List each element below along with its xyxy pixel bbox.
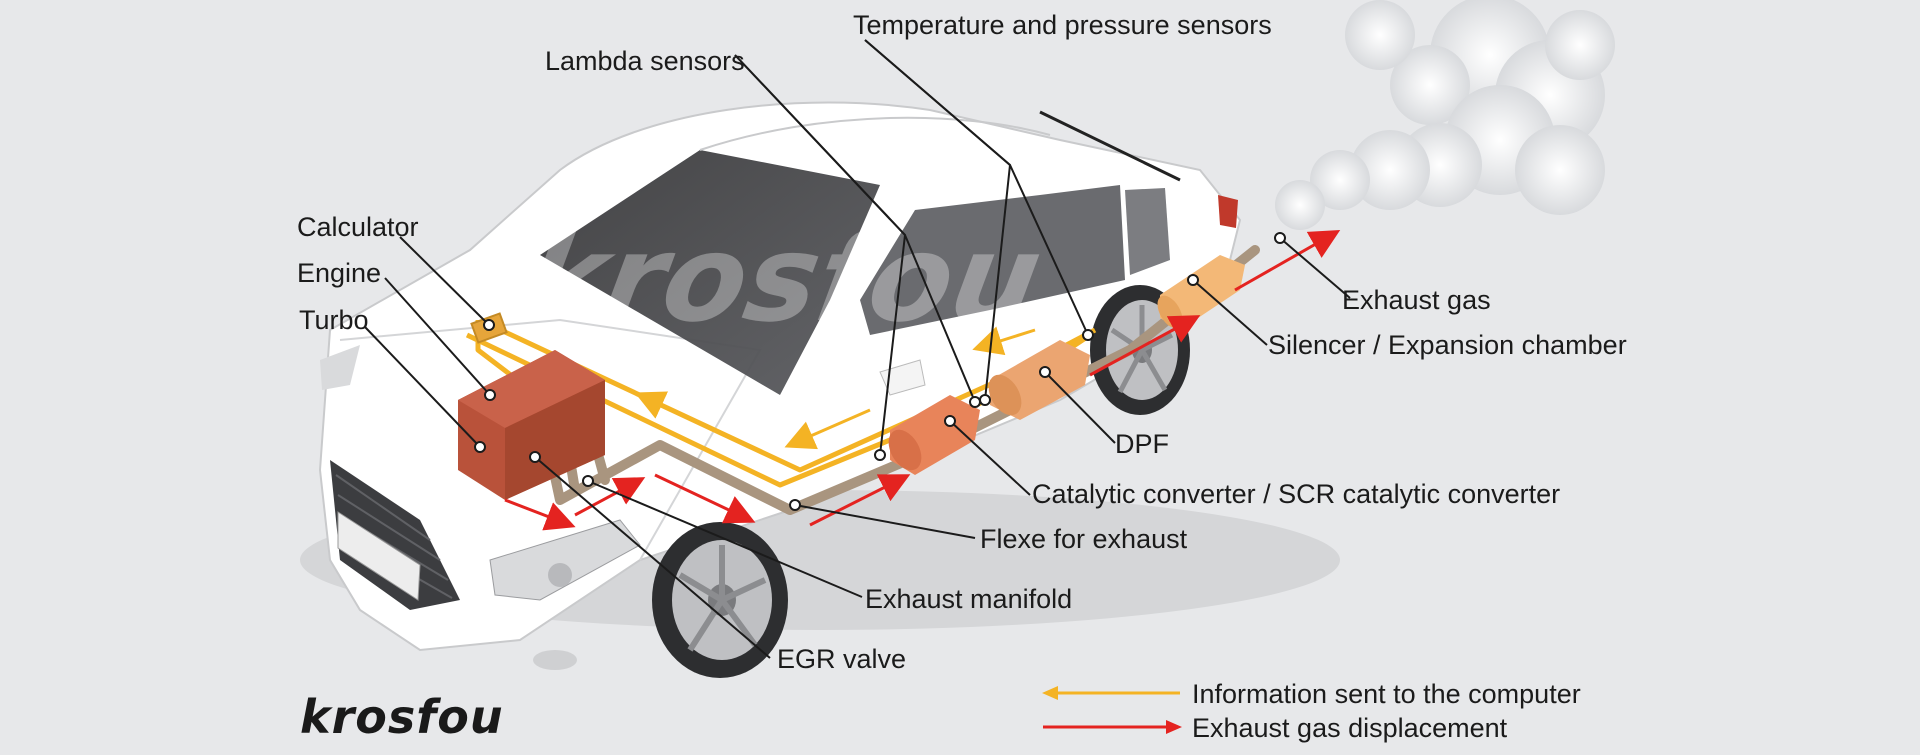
legend-exhaust-displacement-text: Exhaust gas displacement: [1192, 713, 1508, 743]
engine-block: [458, 350, 605, 500]
dpf: [988, 340, 1090, 420]
info-arrows: [634, 326, 1036, 450]
brand-logo: krosfou: [300, 690, 504, 744]
label-temperature-pressure-sensors: Temperature and pressure sensors: [853, 10, 1272, 40]
label-flexe-for-exhaust: Flexe for exhaust: [980, 524, 1188, 554]
label-exhaust-manifold: Exhaust manifold: [865, 584, 1073, 614]
legend-exhaust-displacement: Exhaust gas displacement: [1040, 711, 1640, 743]
red-arrow-icon: [1043, 720, 1182, 734]
label-silencer: Silencer / Expansion chamber: [1268, 330, 1627, 360]
leader-lines: [364, 39, 1351, 659]
label-lambda-sensors: Lambda sensors: [545, 46, 745, 76]
front-wheel: [652, 522, 788, 678]
exhaust-arrows: [504, 230, 1341, 531]
catalytic-converter: [888, 395, 980, 475]
exhaust-smoke: [1275, 0, 1615, 230]
leader-dots: [474, 232, 1286, 511]
label-exhaust-gas: Exhaust gas: [1342, 285, 1491, 315]
label-engine: Engine: [297, 258, 382, 288]
label-catalytic-converter: Catalytic converter / SCR catalytic conv…: [1032, 479, 1561, 509]
label-calculator: Calculator: [297, 212, 419, 242]
legend-information-text: Information sent to the computer: [1192, 679, 1581, 709]
car-illustration: krosfou: [300, 101, 1340, 678]
watermark: krosfou: [514, 209, 1052, 349]
label-egr-valve: EGR valve: [777, 644, 907, 674]
label-dpf: DPF: [1115, 429, 1169, 459]
label-turbo: Turbo: [299, 305, 369, 335]
legend-information: Information sent to the computer: [1040, 677, 1640, 709]
yellow-arrow-icon: [1042, 686, 1180, 700]
